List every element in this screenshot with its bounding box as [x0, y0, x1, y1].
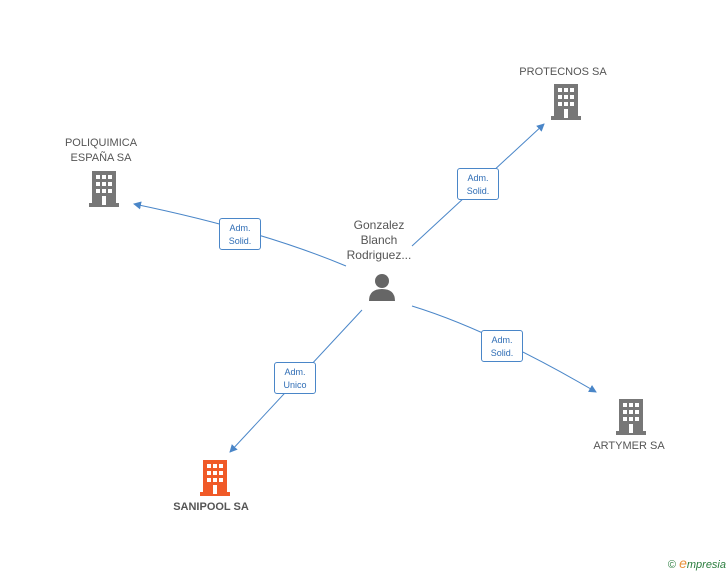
brand-logo: © empresia — [668, 555, 726, 571]
sanipool-label[interactable]: SANIPOOL SA — [173, 501, 249, 513]
artymer-label[interactable]: ARTYMER SA — [593, 440, 665, 452]
poliquimica-label-line1: POLIQUIMICA — [64, 137, 138, 149]
person-name-line2: Blanch — [360, 233, 398, 247]
edge-label-line1: Adm. — [491, 335, 513, 345]
poliquimica-label-line2: ESPAÑA SA — [70, 152, 132, 164]
edge-label-line2: Solid. — [228, 236, 252, 246]
person-name-line1: Gonzalez — [353, 218, 405, 232]
person-name[interactable]: Gonzalez Blanch Rodriguez... — [336, 218, 422, 263]
building-icon[interactable] — [551, 84, 581, 120]
poliquimica-label[interactable]: POLIQUIMICA ESPAÑA SA — [46, 136, 156, 166]
building-icon[interactable] — [89, 171, 119, 207]
edge-label-line2: Solid. — [490, 348, 514, 358]
building-icon[interactable] — [200, 460, 230, 496]
protecnos-label[interactable]: PROTECNOS SA — [519, 66, 607, 78]
edge-label-artymer[interactable]: Adm. Solid. — [481, 330, 523, 362]
person-name-line3: Rodriguez... — [346, 248, 412, 262]
building-icon[interactable] — [616, 399, 646, 435]
edge-label-line2: Unico — [283, 380, 307, 390]
person-icon[interactable] — [367, 272, 397, 302]
brand-e: e — [679, 555, 687, 571]
edge-label-poliquimica[interactable]: Adm. Solid. — [219, 218, 261, 250]
edge-label-line1: Adm. — [467, 173, 489, 183]
edge-label-protecnos[interactable]: Adm. Solid. — [457, 168, 499, 200]
brand-text: mpresia — [686, 559, 726, 571]
edge-label-line2: Solid. — [466, 186, 490, 196]
edge-label-line1: Adm. — [229, 223, 251, 233]
edge-label-line1: Adm. — [284, 367, 306, 377]
edge-label-sanipool[interactable]: Adm. Unico — [274, 362, 316, 394]
copyright-symbol: © — [667, 559, 677, 571]
